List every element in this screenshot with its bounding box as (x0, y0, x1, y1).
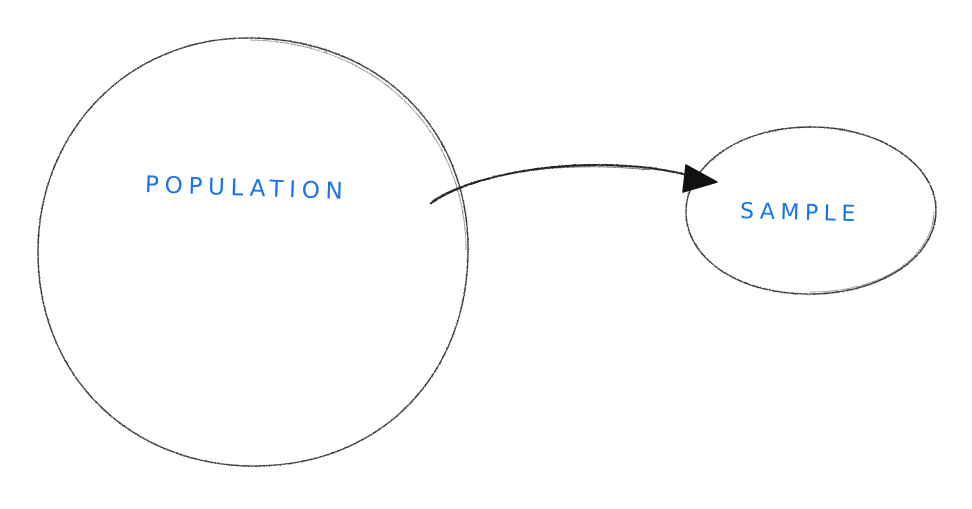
sampling-arrow-line (429, 164, 709, 205)
population-circle (37, 37, 469, 467)
sample-ellipse (685, 126, 937, 295)
arrow-head-icon (682, 164, 718, 193)
sample-label: Sample (739, 199, 862, 228)
